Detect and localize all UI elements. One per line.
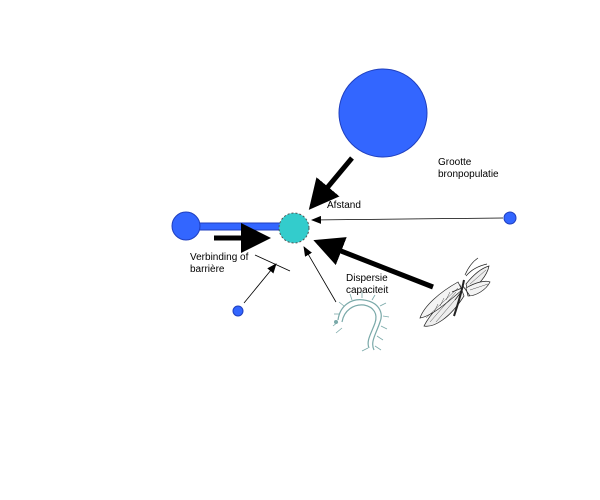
distant-small-population	[503, 211, 517, 225]
dispersal-capacity-label-line1: Dispersie	[346, 273, 388, 284]
distance-label: Afstand	[327, 200, 361, 212]
source-size-label-line2: bronpopulatie	[438, 169, 499, 180]
isolated-small-population	[232, 305, 244, 317]
source-size-arrow	[308, 156, 354, 210]
larva-dispersal-arrow	[303, 246, 337, 303]
connection-barrier-label-line1: Verbinding of	[190, 252, 249, 263]
corridor-bar	[185, 222, 285, 231]
source-size-label-line1: Grootte	[438, 157, 472, 168]
large-source-population	[338, 68, 428, 158]
caterpillar-larva-icon	[332, 292, 390, 352]
source-size-label: Grootte bronpopulatie	[438, 157, 499, 181]
dispersal-capacity-label-line2: capaciteit	[346, 285, 389, 296]
connection-barrier-label: Verbinding of barrière	[190, 252, 248, 276]
dispersal-insect-arrow	[313, 237, 434, 290]
dispersal-capacity-label: Dispersie capaciteit	[346, 273, 388, 297]
distance-arrow	[311, 215, 504, 224]
connected-population	[171, 211, 201, 241]
connection-barrier-label-line2: barrière	[190, 264, 225, 275]
target-patch	[278, 212, 310, 244]
distance-label-text: Afstand	[327, 200, 361, 211]
barrier-line	[254, 254, 291, 272]
winged-insect-icon	[419, 257, 491, 327]
isolated-dispersal-arrow	[243, 263, 277, 304]
